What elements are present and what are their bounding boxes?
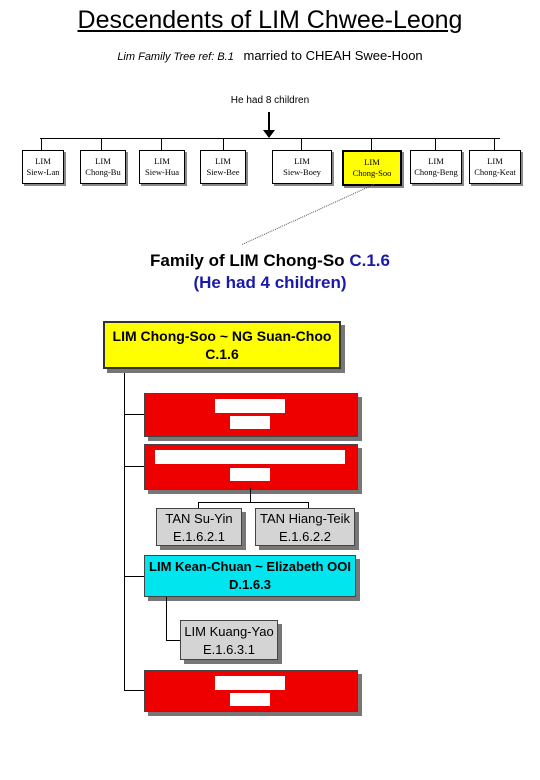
sibling-connector — [40, 138, 500, 139]
kean-chuan-code: D.1.6.3 — [229, 577, 271, 592]
child-given-name: Siew-Boey — [283, 167, 321, 177]
children-count: He had 8 children — [230, 95, 310, 106]
redacted-code — [230, 693, 270, 706]
zoom-pointer-line — [242, 183, 375, 245]
child-surname: LIM — [364, 157, 380, 167]
child-drop-2 — [101, 138, 102, 150]
grandchild-drop-1 — [198, 502, 199, 508]
branch-2 — [124, 466, 144, 467]
grandchild-box-hiang-teik[interactable]: TAN Hiang-Teik E.1.6.2.2 — [255, 508, 355, 546]
grandchild-drop-2 — [308, 502, 309, 508]
redacted-name — [215, 676, 285, 690]
child-surname: LIM — [215, 156, 231, 166]
redacted-name — [155, 450, 345, 464]
redacted-child-box-1[interactable] — [144, 393, 358, 437]
subtitle: Lim Family Tree ref: B.1 married to CHEA… — [0, 48, 540, 63]
child-box-chong-bu[interactable]: LIM Chong-Bu — [80, 150, 126, 184]
tree-trunk — [124, 372, 125, 690]
branch-1 — [124, 414, 144, 415]
child-given-name: Chong-Keat — [474, 167, 516, 177]
kuang-yao-name: LIM Kuang-Yao — [184, 624, 274, 639]
redacted-child-box-3[interactable] — [144, 670, 358, 712]
child-drop-4 — [223, 138, 224, 150]
grandchild-name: TAN Su-Yin — [165, 511, 233, 526]
family-tree-ref: Lim Family Tree ref: B.1 — [117, 51, 234, 63]
child-drop-6 — [371, 138, 372, 150]
child-given-name: Siew-Bee — [206, 167, 240, 177]
grandchild-code: E.1.6.2.1 — [172, 529, 226, 544]
child-surname: LIM — [95, 156, 111, 166]
married-to: married to CHEAH Swee-Hoon — [243, 48, 423, 63]
child-box-chong-beng[interactable]: LIM Chong-Beng — [410, 150, 462, 184]
family-code: C.1.6 — [349, 251, 390, 270]
child-surname: LIM — [35, 156, 51, 166]
grandchild-name: TAN Hiang-Teik — [259, 511, 351, 526]
redacted-child-box-2[interactable] — [144, 444, 358, 490]
child-surname: LIM — [428, 156, 444, 166]
family-children-count: (He had 4 children) — [193, 273, 347, 292]
family-head-name: LIM Chong-Soo ~ NG Suan-Choo — [112, 328, 332, 344]
grandchild-bar — [198, 502, 308, 503]
child-box-chong-soo[interactable]: LIM Chong-Soo — [342, 150, 402, 186]
child-box-siew-hua[interactable]: LIM Siew-Hua — [139, 150, 185, 184]
child-box-siew-boey[interactable]: LIM Siew-Boey — [272, 150, 332, 184]
kean-chuan-name: LIM Kean-Chuan ~ Elizabeth OOI — [149, 559, 351, 574]
child-box-siew-bee[interactable]: LIM Siew-Bee — [200, 150, 246, 184]
redacted-name — [215, 399, 285, 413]
kean-chuan-box[interactable]: LIM Kean-Chuan ~ Elizabeth OOI D.1.6.3 — [144, 555, 356, 597]
child-box-chong-keat[interactable]: LIM Chong-Keat — [469, 150, 521, 184]
branch-4 — [124, 690, 144, 691]
redacted-code — [230, 416, 270, 429]
grandchild-code: E.1.6.2.2 — [278, 529, 332, 544]
child-surname: LIM — [487, 156, 503, 166]
child-drop-3 — [161, 138, 162, 150]
child-given-name: Chong-Beng — [414, 167, 458, 177]
child-box-siew-lan[interactable]: LIM Siew-Lan — [22, 150, 64, 184]
family-title: Family of LIM Chong-So C.1.6 (He had 4 c… — [0, 250, 540, 294]
kuang-yao-box[interactable]: LIM Kuang-Yao E.1.6.3.1 — [180, 620, 278, 660]
kuang-yao-connector-v — [166, 597, 167, 640]
child-given-name: Siew-Hua — [145, 167, 179, 177]
family-title-text: Family of LIM Chong-So — [150, 251, 345, 270]
child-surname: LIM — [294, 156, 310, 166]
grandchild-connector — [250, 488, 251, 502]
kuang-yao-code: E.1.6.3.1 — [202, 642, 256, 657]
child-given-name: Chong-Bu — [85, 167, 121, 177]
redacted-code — [230, 468, 270, 481]
child-given-name: Siew-Lan — [26, 167, 60, 177]
family-head-code: C.1.6 — [205, 346, 239, 362]
child-surname: LIM — [154, 156, 170, 166]
family-head-box[interactable]: LIM Chong-Soo ~ NG Suan-Choo C.1.6 — [103, 321, 341, 369]
child-drop-5 — [301, 138, 302, 150]
grandchild-box-su-yin[interactable]: TAN Su-Yin E.1.6.2.1 — [156, 508, 242, 546]
page-title: Descendents of LIM Chwee-Leong — [77, 6, 463, 34]
child-drop-7 — [435, 138, 436, 150]
child-drop-1 — [41, 138, 42, 150]
kuang-yao-connector-h — [166, 640, 180, 641]
child-drop-8 — [494, 138, 495, 150]
branch-3 — [124, 576, 144, 577]
arrow-head-icon — [263, 130, 275, 138]
child-given-name: Chong-Soo — [352, 168, 392, 178]
arrow-shaft — [268, 112, 270, 134]
